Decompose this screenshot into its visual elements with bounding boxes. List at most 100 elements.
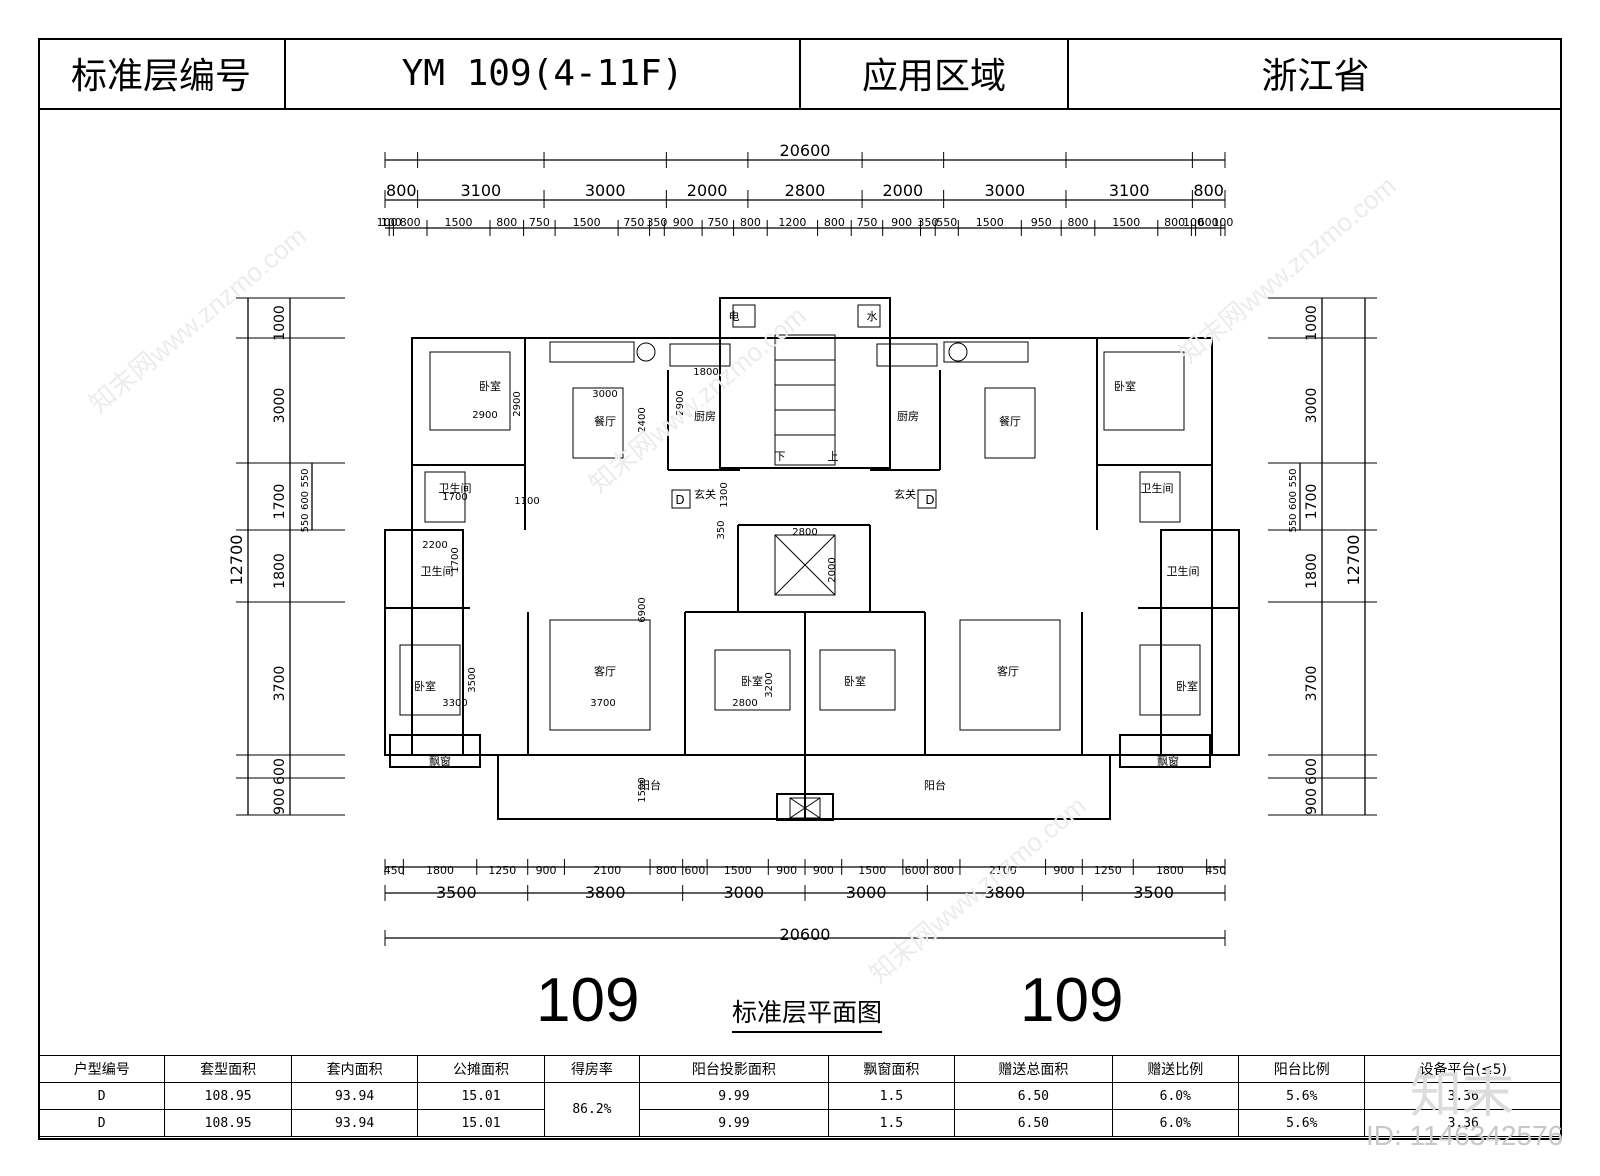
dim-left-major: 1700	[272, 484, 288, 520]
inner-dim: 2900	[512, 391, 523, 416]
dim-top-minor: 100	[1183, 216, 1204, 229]
dim-left-major: 600	[272, 758, 288, 785]
inner-dim: 2800	[732, 698, 757, 709]
door-code-label: D	[925, 493, 934, 507]
cell-inner-area: 93.94	[290, 1109, 419, 1137]
room-label-dining: 餐厅	[999, 414, 1021, 428]
cell-balcony-area: 9.99	[639, 1109, 829, 1137]
header-balcony-ratio: 阳台比例	[1238, 1055, 1366, 1083]
room-label-bath: 卫生间	[421, 564, 454, 578]
floor-code-value: YM 109(4-11F)	[286, 38, 801, 108]
inner-dim: 3700	[590, 698, 615, 709]
dim-top-major: 3000	[984, 181, 1025, 200]
room-label-bay: 飘窗	[1157, 754, 1179, 768]
cell-unit-area: 108.95	[164, 1082, 292, 1110]
inner-dim: 2200	[422, 540, 447, 551]
dim-top-major: 800	[386, 181, 417, 200]
room-label-up: 上	[828, 450, 839, 463]
room-label-kitchen: 厨房	[694, 410, 716, 423]
room-label-balcony: 阳台	[924, 778, 946, 792]
dim-top-minor: 750	[529, 216, 550, 229]
watermark-id: ID: 1146342576	[1366, 1120, 1564, 1151]
header-inner-area: 套内面积	[290, 1055, 419, 1083]
room-label-elec: 电	[729, 310, 740, 323]
room-label-bath: 卫生间	[439, 481, 472, 495]
dim-bottom-minor: 900	[1053, 864, 1074, 877]
room-label-entry: 玄关	[694, 487, 716, 501]
cell-unit-code: D	[37, 1082, 166, 1110]
dim-top-minor: 800	[824, 216, 845, 229]
inner-dim: 2900	[675, 390, 686, 415]
dim-right-minor: 550	[1288, 513, 1299, 532]
dim-bottom-major: 3000	[723, 883, 764, 902]
room-label-bay: 飘窗	[429, 754, 451, 768]
table-header-row: 户型编号 套型面积 套内面积 公摊面积 得房率 阳台投影面积 飘窗面积 赠送总面…	[37, 1055, 1562, 1083]
dim-top-major: 2000	[883, 181, 924, 200]
dim-bottom-minor: 1250	[488, 864, 516, 877]
room-label-bedroom: 卧室	[844, 674, 866, 688]
dim-bottom-minor: 2100	[989, 864, 1017, 877]
area-stats-table: 户型编号 套型面积 套内面积 公摊面积 得房率 阳台投影面积 飘窗面积 赠送总面…	[37, 1055, 1562, 1137]
dim-top-minor: 800	[496, 216, 517, 229]
dim-top-minor: 350	[646, 216, 667, 229]
room-label-bath: 卫生间	[1167, 564, 1200, 578]
plan-title: 标准层平面图	[732, 993, 883, 1033]
dim-left-major: 1000	[272, 305, 288, 341]
room-label-living: 客厅	[997, 664, 1019, 678]
plan-number-left: 109	[536, 966, 640, 1035]
dim-right-major: 900	[1304, 788, 1320, 815]
cell-unit-area: 108.95	[164, 1109, 292, 1137]
inner-dim: 3500	[467, 667, 478, 692]
dim-bottom-minor: 900	[536, 864, 557, 877]
dim-bottom-minor: 450	[1205, 864, 1226, 877]
cell-unit-code: D	[37, 1109, 166, 1137]
cell-balcony-ratio: 5.6%	[1238, 1109, 1366, 1137]
inner-dim: 1700	[450, 547, 461, 572]
header-unit-code: 户型编号	[37, 1055, 166, 1083]
dim-right-major: 1700	[1304, 484, 1320, 520]
table-row: D 108.95 93.94 15.01 86.2% 9.99 1.5 6.50…	[37, 1082, 1562, 1137]
dim-top-minor: 750	[856, 216, 877, 229]
dim-right-total: 12700	[1344, 535, 1363, 586]
dim-left-minor: 550	[300, 513, 311, 532]
dim-bottom-major: 3800	[585, 883, 626, 902]
inner-dim: 350	[716, 520, 727, 539]
cell-bay-area: 1.5	[827, 1082, 956, 1110]
header-bonus-ratio: 赠送比例	[1111, 1055, 1240, 1083]
dim-bottom-minor: 800	[656, 864, 677, 877]
inner-dim: 6900	[637, 597, 648, 622]
dim-bottom-minor: 900	[813, 864, 834, 877]
inner-dim: 1800	[693, 367, 718, 378]
dim-total-bottom: 20600	[780, 925, 831, 944]
cell-bay-area: 1.5	[827, 1109, 956, 1137]
inner-dim: 1100	[514, 496, 539, 507]
dim-top-minor: 550	[936, 216, 957, 229]
dim-right-minor: 550	[1288, 468, 1299, 487]
inner-dim: 3200	[764, 672, 775, 697]
room-label-bedroom: 卧室	[414, 679, 436, 693]
watermark-logo: 知末	[1410, 1065, 1515, 1125]
dim-bottom-minor: 1500	[858, 864, 886, 877]
region-label: 应用区域	[801, 38, 1069, 108]
dim-top-minor: 950	[1031, 216, 1052, 229]
title-block: 标准层编号 YM 109(4-11F) 应用区域 浙江省	[38, 38, 1562, 110]
inner-dim: 1700	[442, 492, 467, 503]
dim-bottom-minor: 900	[776, 864, 797, 877]
dim-top-minor: 800	[740, 216, 761, 229]
dim-top-major: 2000	[687, 181, 728, 200]
room-label-living: 客厅	[594, 664, 616, 678]
cell-balcony-ratio: 5.6%	[1238, 1082, 1366, 1110]
dim-left-total: 12700	[227, 535, 246, 586]
dim-bottom-minor: 1800	[426, 864, 454, 877]
dim-top-minor: 100	[377, 216, 398, 229]
dim-bottom-minor: 1250	[1094, 864, 1122, 877]
dim-top-major: 800	[1193, 181, 1224, 200]
header-efficiency: 得房率	[543, 1055, 641, 1083]
dim-right-major: 3000	[1304, 388, 1320, 424]
room-label-entry: 玄关	[894, 487, 916, 501]
dim-top-minor: 100	[381, 216, 402, 229]
inner-dim: 3300	[442, 698, 467, 709]
room-label-kitchen: 厨房	[897, 410, 919, 423]
dim-top-minor: 600	[1198, 216, 1219, 229]
dim-bottom-minor: 2100	[593, 864, 621, 877]
